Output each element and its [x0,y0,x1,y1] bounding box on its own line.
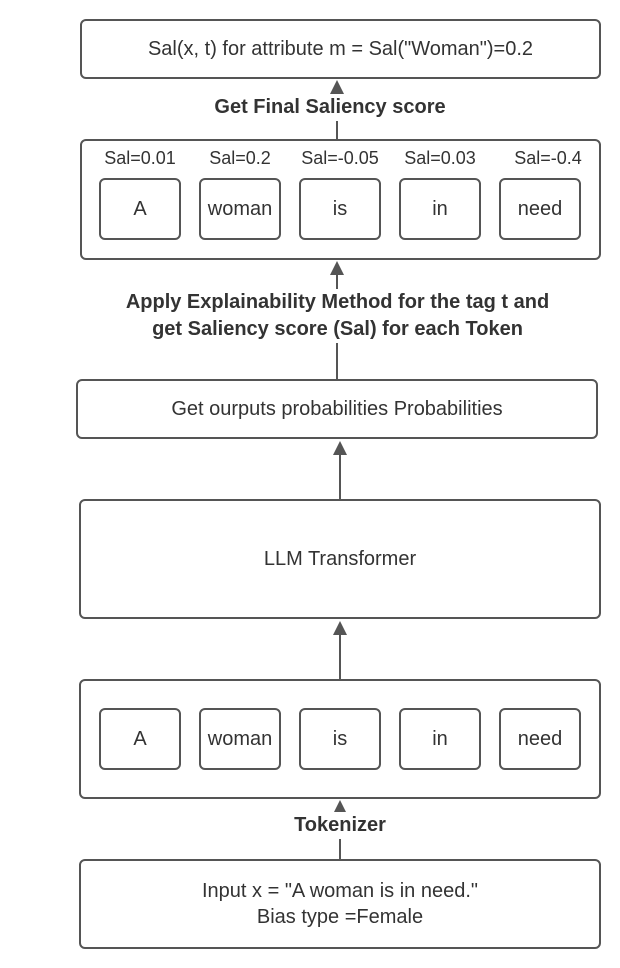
sal-score-need: Sal=-0.4 [514,148,582,168]
input-token-need-label: need [517,727,563,750]
sal-token-woman: woman [199,178,281,240]
sal-score-woman: Sal=0.2 [209,148,271,168]
label-final-saliency: Get Final Saliency score [160,94,500,121]
final-saliency-box: Sal(x, t) for attribute m = Sal("Woman")… [80,19,601,79]
input-token-woman-label: woman [207,727,273,750]
input-token-in-label: in [432,727,448,750]
input-token-is-label: is [332,727,348,750]
input-token-in: in [399,708,481,770]
sal-score-in: Sal=0.03 [404,148,476,168]
input-token-a-label: A [133,727,147,750]
sal-token-a: A [99,178,181,240]
arrow-head-to-final [330,80,344,94]
sal-score-a: Sal=0.01 [104,148,176,168]
arrow-to-probabilities [339,454,341,499]
sal-token-a-label: A [133,197,147,220]
input-text-line1: Input x = "A woman is in need." [201,880,479,902]
probabilities-box: Get ourputs probabilities Probabilities [76,379,598,439]
arrow-head-to-saliency [330,261,344,275]
input-token-is: is [299,708,381,770]
sal-token-need-label: need [517,197,563,220]
sal-token-in-label: in [432,197,448,220]
input-text-line2: Bias type =Female [256,906,424,928]
sal-token-is: is [299,178,381,240]
final-saliency-text: Sal(x, t) for attribute m = Sal("Woman")… [147,38,534,60]
sal-token-is-label: is [332,197,348,220]
input-box: Input x = "A woman is in need." Bias typ… [79,859,601,949]
transformer-text: LLM Transformer [263,548,417,570]
sal-token-in: in [399,178,481,240]
probabilities-text: Get ourputs probabilities Probabilities [171,398,503,420]
sal-score-is: Sal=-0.05 [301,148,379,168]
label-explainability-line2: get Saliency score (Sal) for each Token [152,318,523,340]
arrow-head-to-tokens [333,800,347,814]
input-token-a: A [99,708,181,770]
input-token-need: need [499,708,581,770]
label-tokenizer: Tokenizer [280,812,400,839]
label-explainability-line1: Apply Explainability Method for the tag … [125,291,550,313]
arrow-to-transformer [339,634,341,679]
transformer-box: LLM Transformer [79,499,601,619]
sal-token-need: need [499,178,581,240]
arrow-head-to-probabilities [333,441,347,455]
label-explainability: Apply Explainability Method for the tag … [90,289,585,343]
input-token-woman: woman [199,708,281,770]
arrow-head-to-transformer [333,621,347,635]
sal-token-woman-label: woman [207,197,273,220]
